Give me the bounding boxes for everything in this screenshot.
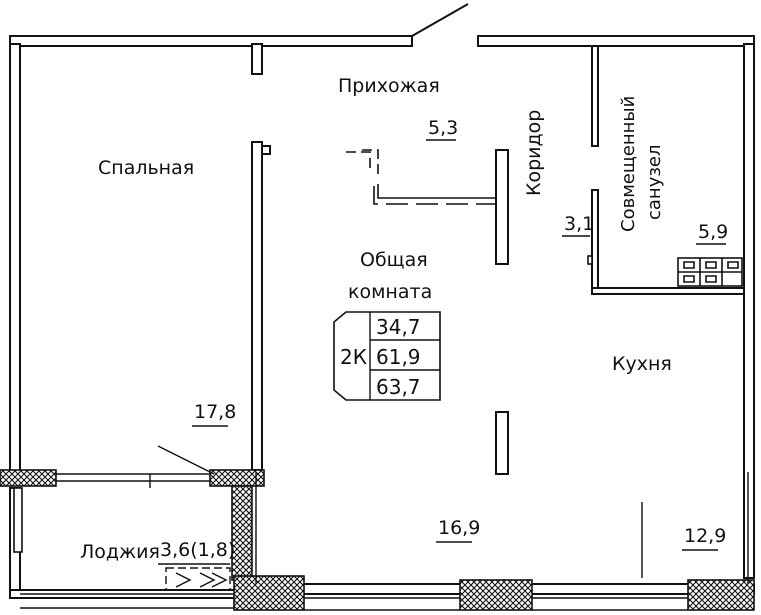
bathroom-fixtures [587, 255, 743, 287]
room-label-loggia: Лоджия [80, 541, 160, 563]
loggia-inner-post [13, 487, 23, 553]
room-label-living-line2: комната [348, 281, 432, 303]
room-label-kitchen: Кухня [612, 353, 672, 375]
wall-bath-lower [591, 189, 599, 295]
room-label-living-line1: Общая [360, 249, 428, 271]
hatch-loggia-corner [233, 575, 305, 611]
room-label-bedroom: Спальная [98, 157, 194, 179]
bedroom-window-leaf [157, 445, 215, 475]
wall-living-kitchen [495, 411, 509, 475]
room-label-corridor: Коридор [523, 110, 545, 196]
wall-top-right [477, 35, 755, 47]
total-area-value: 61,9 [376, 345, 421, 369]
room-area-hallway: 5,3 [428, 117, 458, 139]
hallway-dashed-niche [346, 149, 496, 205]
room-label-bathroom-line2: санузел [644, 145, 665, 221]
loggia-dashed-box [165, 567, 231, 591]
entrance-door-leaf [411, 3, 469, 37]
wall-bedroom-living [251, 141, 263, 471]
living-area-value: 34,7 [376, 315, 421, 339]
wall-door-tick [261, 145, 271, 155]
room-area-corridor: 3,1 [564, 213, 594, 235]
area-summary-tag: 2К 34,7 61,9 63,7 [333, 311, 441, 401]
wall-top-left [9, 35, 413, 47]
room-area-kitchen: 12,9 [684, 525, 726, 547]
wall-right [743, 43, 755, 579]
room-label-bathroom-line1: Совмещенный [618, 96, 639, 232]
wall-bath-bottom [591, 287, 745, 295]
room-area-loggia: 3,6(1,8) [160, 539, 235, 561]
window-lines [20, 472, 749, 611]
hatch-loggia-left [0, 469, 57, 487]
wall-left [9, 43, 21, 473]
hatch-bottom-right [687, 579, 755, 611]
hatch-bottom-mid [459, 579, 533, 611]
room-area-bedroom: 17,8 [194, 401, 236, 423]
wall-bath-upper [591, 45, 599, 147]
total-with-loggia-value: 63,7 [376, 375, 421, 399]
room-label-hallway: Прихожая [338, 75, 440, 97]
room-area-bathroom: 5,9 [698, 221, 728, 243]
wall-living-corridor [495, 149, 509, 265]
room-area-living: 16,9 [438, 517, 480, 539]
hatched-blocks [0, 469, 755, 611]
wall-stub-top [251, 43, 263, 75]
hatch-loggia-pier [231, 485, 253, 581]
apartment-type: 2К [340, 345, 367, 369]
